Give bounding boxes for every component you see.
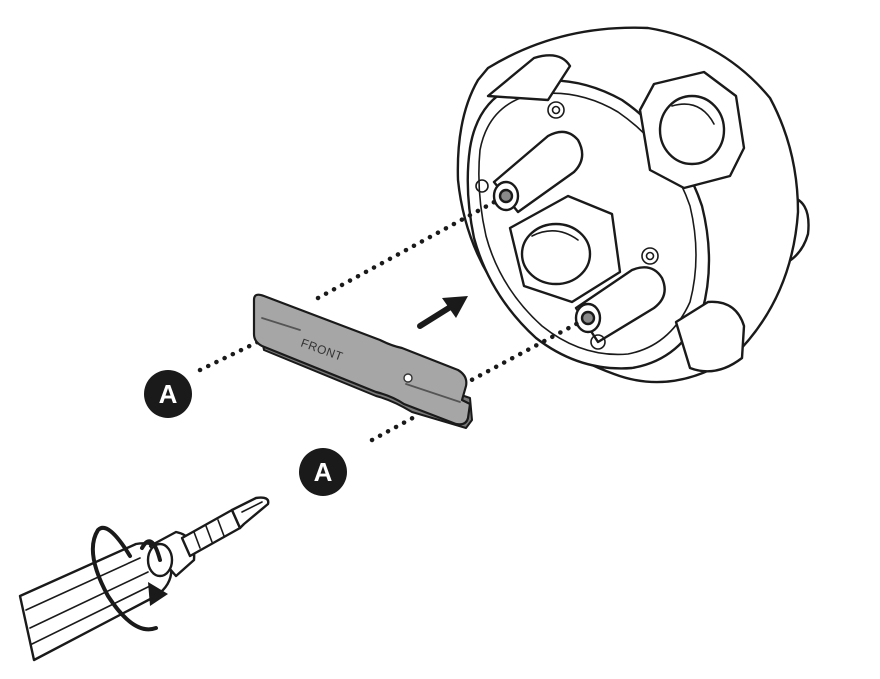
junction-box bbox=[456, 26, 810, 384]
callout-badge-bottom: A bbox=[299, 448, 347, 496]
guide-right bbox=[461, 319, 583, 387]
guide-bottom bbox=[369, 411, 423, 443]
rotate-arrow-icon bbox=[90, 525, 168, 632]
arrow-icon bbox=[417, 296, 468, 329]
callout-label-left: A bbox=[159, 379, 178, 409]
callout-label-bottom: A bbox=[314, 457, 333, 487]
callout-badge-left: A bbox=[144, 370, 192, 418]
guide-top bbox=[315, 197, 501, 301]
mounting-plate: FRONT bbox=[252, 293, 473, 429]
guide-left bbox=[197, 337, 265, 373]
alignment-guides bbox=[197, 197, 583, 443]
screwdriver bbox=[18, 496, 270, 662]
